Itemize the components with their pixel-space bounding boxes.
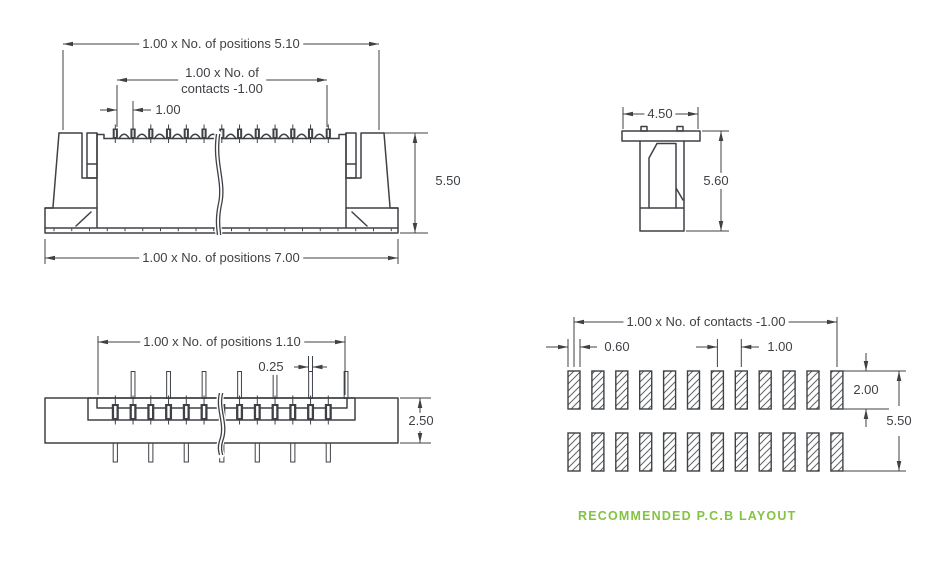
pcb-pad: [686, 370, 701, 410]
dim-label-section-pin-width: 0.25: [255, 358, 287, 376]
dim-label-pcb-pad-height: 2.00: [850, 381, 882, 399]
pcb-layout-caption: RECOMMENDED P.C.B LAYOUT: [578, 509, 797, 523]
pcb-pad: [567, 432, 581, 472]
pcb-pad: [830, 370, 844, 410]
dim-label-front-overall-width: 1.00 x No. of positions 7.00: [139, 249, 303, 267]
pcb-pad: [830, 432, 844, 472]
dim-label-pcb-contacts-width: 1.00 x No. of contacts -1.00: [623, 313, 789, 331]
section-view-break-line: [217, 392, 223, 456]
dim-label-front-positions-width: 1.00 x No. of positions 5.10: [139, 35, 303, 53]
pcb-pad: [734, 432, 748, 472]
pcb-pad: [591, 370, 605, 410]
section-view-linework: [44, 371, 399, 463]
pcb-pad: [639, 370, 653, 410]
dim-label-pcb-pad-width: 0.60: [601, 338, 633, 356]
pcb-pad: [758, 432, 772, 472]
dimension-arrowheads: [45, 41, 902, 471]
dim-label-front-pitch: 1.00: [152, 101, 184, 119]
pcb-pad: [758, 370, 772, 410]
pcb-pad: [567, 370, 581, 410]
pcb-pad: [710, 432, 725, 472]
pcb-pad: [615, 370, 629, 410]
pcb-pad: [782, 432, 796, 472]
pcb-pad: [615, 432, 629, 472]
pcb-pad: [662, 432, 677, 472]
front-view-base-ticks: [53, 228, 392, 232]
dim-label-side-width: 4.50: [644, 105, 676, 123]
pcb-pad: [734, 370, 748, 410]
pcb-pad: [662, 370, 677, 410]
front-view-contact-pins: [112, 124, 331, 143]
dim-label-side-height: 5.60: [700, 172, 732, 190]
dim-label-pcb-pitch: 1.00: [764, 338, 796, 356]
pcb-pad: [686, 432, 701, 472]
side-view-linework: [621, 125, 701, 232]
pcb-pad: [782, 370, 796, 410]
pcb-pad: [806, 432, 820, 472]
pcb-pad: [710, 370, 725, 410]
dim-label-front-contacts-width: 1.00 x No. of contacts -1.00: [178, 64, 266, 98]
dim-label-section-height: 2.50: [405, 412, 437, 430]
dim-label-front-height: 5.50: [432, 172, 464, 190]
pcb-pad: [806, 370, 820, 410]
pcb-pad: [591, 432, 605, 472]
front-view-linework: [44, 124, 399, 239]
pcb-pad: [639, 432, 653, 472]
dim-label-section-positions-width: 1.00 x No. of positions 1.10: [140, 333, 304, 351]
front-view-break-line: [214, 133, 221, 236]
dim-label-pcb-row-spacing: 5.50: [883, 412, 915, 430]
pcb-layout-pads: [567, 370, 844, 472]
